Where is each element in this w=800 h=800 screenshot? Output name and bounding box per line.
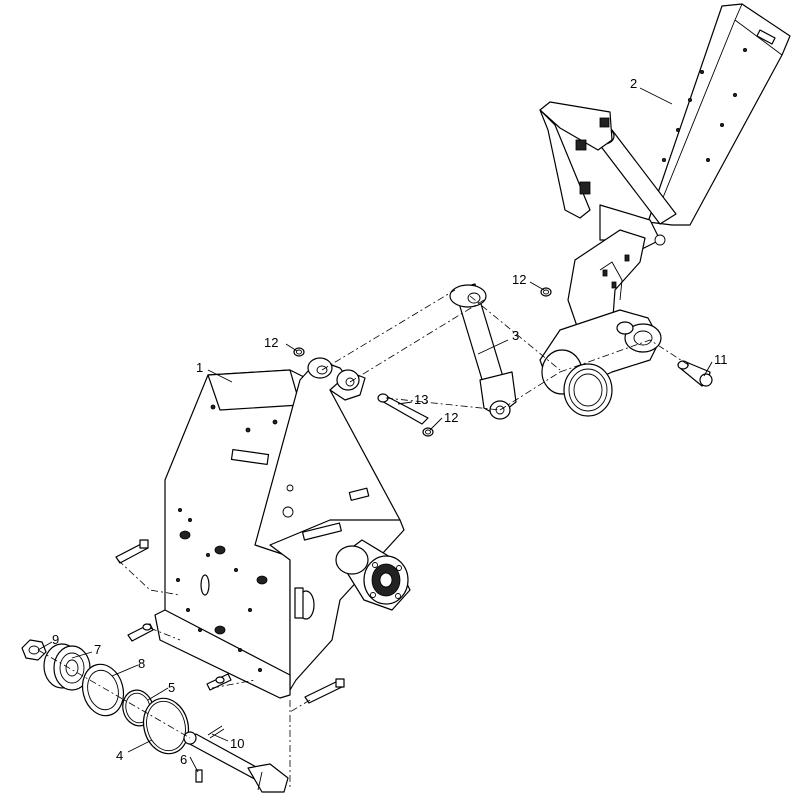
callout-5: 5: [168, 680, 175, 695]
part-bolts: [115, 539, 345, 704]
callout-6: 6: [180, 752, 187, 767]
callout-11: 11: [714, 352, 728, 367]
callout-10: 10: [230, 736, 244, 751]
part-arm-assembly: [539, 3, 791, 417]
callout-9: 9: [52, 632, 59, 647]
callout-13: 13: [414, 392, 428, 407]
part-pivot-pin-11: [677, 360, 713, 387]
part-retaining-rings: [293, 287, 552, 437]
callout-labels: 1 2 3 4 5 6 7 8 9 10 11 12 12 12 13: [52, 76, 728, 767]
part-shaft: [183, 731, 289, 793]
leader-lines: [37, 87, 713, 773]
callout-2: 2: [630, 76, 637, 91]
callout-4: 4: [116, 748, 123, 763]
part-snap-ring: [142, 697, 190, 755]
part-hub-nut: [21, 639, 47, 661]
part-seal-large: [81, 663, 125, 717]
part-hub: [43, 643, 91, 691]
assembly-lines: [37, 289, 691, 790]
part-key: [195, 769, 203, 783]
callout-8: 8: [138, 656, 145, 671]
callout-1: 1: [196, 360, 203, 375]
callout-12-c: 12: [512, 272, 526, 287]
part-pivot-pin-13: [377, 393, 429, 425]
part-hydraulic-cylinder: [449, 283, 517, 420]
part-pin: [207, 725, 225, 739]
callout-12-b: 12: [444, 410, 458, 425]
callout-3: 3: [512, 328, 519, 343]
callout-12-a: 12: [264, 335, 278, 350]
callout-7: 7: [94, 642, 101, 657]
part-main-plate: [154, 357, 411, 699]
